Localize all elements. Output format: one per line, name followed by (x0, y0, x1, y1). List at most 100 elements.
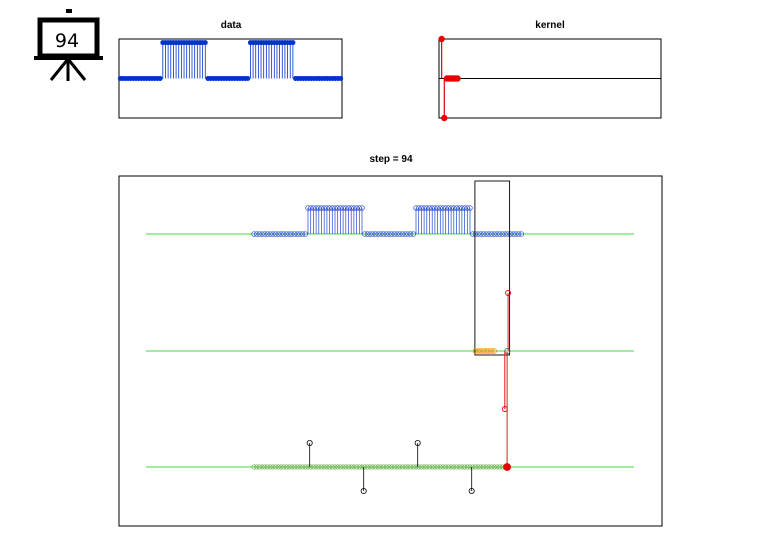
output-point (335, 464, 341, 470)
output-point (445, 464, 451, 470)
output-point (386, 464, 392, 470)
data-point (507, 231, 514, 237)
output-point (437, 464, 443, 470)
output-point (414, 439, 421, 446)
data-point (502, 231, 508, 237)
data-point (278, 231, 284, 237)
data-point (157, 76, 163, 82)
data-point (375, 231, 381, 237)
data-point (405, 231, 411, 237)
kernel-point (441, 114, 448, 122)
current-output-point (503, 463, 512, 471)
data-point (518, 231, 524, 237)
data-point (302, 231, 308, 237)
output-point (310, 464, 316, 470)
data-point (418, 205, 425, 211)
output-point (321, 464, 327, 470)
data-point (324, 205, 330, 211)
output-point (494, 464, 500, 470)
data-point (451, 205, 457, 211)
output-point (286, 464, 292, 470)
data-point (356, 205, 362, 211)
data-chart-title: data (221, 20, 242, 31)
output-point (351, 464, 357, 470)
output-point (426, 464, 433, 470)
kernel-window-point (488, 348, 495, 354)
data-point (426, 205, 433, 211)
kernel-window-point (483, 348, 489, 354)
output-point (448, 464, 454, 470)
data-point (297, 231, 303, 237)
output-point (289, 464, 295, 470)
output-point (459, 464, 465, 470)
output-point (456, 464, 462, 470)
data-point (494, 231, 500, 237)
data-point (321, 205, 327, 211)
kernel-chart-plot (438, 35, 661, 122)
output-point (432, 464, 438, 470)
output-point (418, 464, 424, 470)
output-point (254, 464, 260, 470)
output-point (413, 464, 419, 470)
output-point (354, 464, 360, 470)
data-point (316, 205, 322, 211)
data-point (251, 231, 257, 237)
data-point (472, 231, 479, 237)
output-point (318, 464, 325, 470)
data-point (281, 231, 287, 237)
data-point (391, 231, 398, 237)
data-point (367, 231, 373, 237)
output-point (480, 464, 487, 470)
output-point (378, 464, 384, 470)
data-point (291, 231, 298, 237)
step-badge-number: 94 (55, 30, 79, 52)
output-point (410, 464, 416, 470)
output-point (375, 464, 381, 470)
data-point (467, 205, 473, 211)
output-point (267, 464, 273, 470)
data-point (272, 231, 279, 237)
kernel-chart-title: kernel (535, 20, 565, 31)
data-point (332, 205, 338, 211)
data-point (480, 231, 487, 237)
convolution-chart-title: step = 94 (369, 154, 413, 165)
data-point (499, 231, 506, 237)
output-point (397, 464, 403, 470)
kernel-window-point (475, 348, 481, 354)
data-point (308, 205, 314, 211)
output-point (367, 464, 373, 470)
output-point (429, 464, 435, 470)
output-point (391, 464, 397, 470)
data-point (488, 231, 495, 237)
output-point (327, 464, 333, 470)
output-point (308, 464, 314, 470)
kernel-window-point (491, 348, 497, 354)
output-point (256, 464, 262, 470)
output-point (453, 464, 460, 470)
output-point (281, 464, 287, 470)
data-point (397, 231, 403, 237)
output-point (475, 464, 481, 470)
output-point (381, 464, 387, 470)
output-point (359, 464, 365, 470)
output-point (313, 464, 319, 470)
data-point (254, 231, 260, 237)
data-point (340, 205, 346, 211)
output-point (294, 464, 300, 470)
output-point (489, 464, 495, 470)
data-point (348, 205, 354, 211)
data-point (429, 205, 435, 211)
data-point (443, 205, 449, 211)
data-point (202, 40, 208, 46)
data-point (275, 231, 281, 237)
output-point (356, 464, 362, 470)
data-point (262, 231, 268, 237)
data-point (313, 205, 319, 211)
data-point (337, 205, 344, 211)
output-point (486, 464, 492, 470)
data-point (329, 205, 335, 211)
window-box (474, 180, 511, 356)
data-point (380, 231, 387, 237)
output-point (283, 464, 289, 470)
data-point (440, 205, 446, 211)
